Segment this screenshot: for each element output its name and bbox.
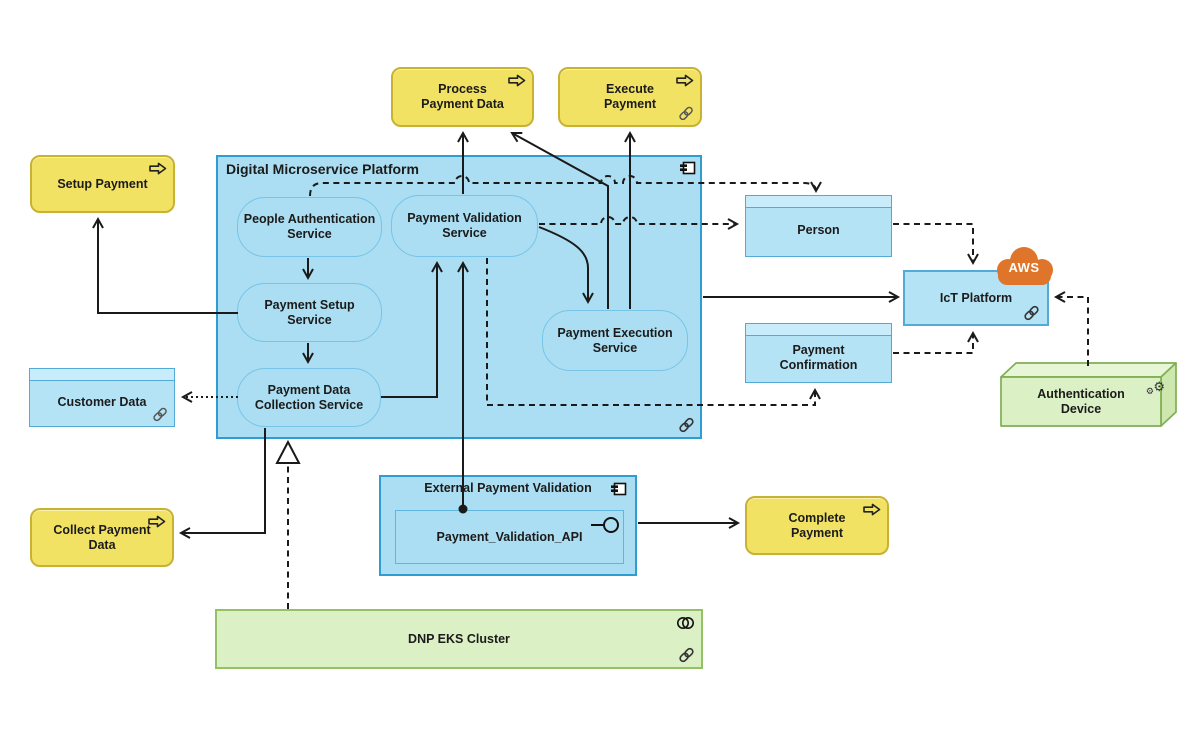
link-icon bbox=[678, 417, 695, 433]
gears-icon: ⚙ bbox=[1145, 386, 1154, 396]
data-object-person[interactable]: Person bbox=[745, 195, 892, 257]
service-label: People Authentication Service bbox=[243, 212, 376, 241]
dnp-eks-cluster-node[interactable]: DNP EKS Cluster bbox=[215, 609, 703, 669]
aws-cloud-icon: AWS bbox=[991, 245, 1057, 289]
link-icon bbox=[678, 106, 694, 121]
component-icon bbox=[610, 482, 627, 496]
data-object-header-band bbox=[746, 324, 891, 336]
realization-triangle bbox=[275, 439, 301, 464]
process-arrow-icon bbox=[508, 74, 526, 87]
process-label: Execute Payment bbox=[603, 82, 657, 111]
gears-icon: ⚙ bbox=[1153, 379, 1165, 394]
service-payment-execution[interactable]: Payment Execution Service bbox=[542, 310, 688, 371]
link-icon bbox=[678, 647, 695, 663]
ict-platform-label: IcT Platform bbox=[939, 290, 1013, 305]
service-label: Payment Data Collection Service bbox=[254, 382, 364, 412]
data-object-label: Payment Confirmation bbox=[779, 342, 858, 372]
data-object-header-band bbox=[30, 369, 174, 381]
service-payment-validation[interactable]: Payment Validation Service bbox=[391, 195, 538, 257]
data-object-label: Person bbox=[797, 223, 840, 238]
process-collect-payment-data[interactable]: Collect Payment Data bbox=[30, 508, 174, 567]
service-payment-data-collection[interactable]: Payment Data Collection Service bbox=[237, 368, 381, 427]
service-people-authentication[interactable]: People Authentication Service bbox=[237, 197, 382, 257]
data-object-payment-confirmation[interactable]: Payment Confirmation bbox=[745, 323, 892, 383]
service-payment-setup[interactable]: Payment Setup Service bbox=[237, 283, 382, 342]
component-icon bbox=[679, 161, 696, 175]
interface-lollipop-icon bbox=[589, 516, 621, 534]
process-arrow-icon bbox=[148, 515, 166, 528]
service-label: Payment Execution Service bbox=[557, 325, 673, 355]
flow-auth-device-to-ict bbox=[1053, 291, 1089, 366]
auth-device-label: Authentication Device bbox=[1037, 386, 1125, 416]
authentication-device-node[interactable]: Authentication Device ⚙ ⚙ bbox=[999, 361, 1178, 428]
process-complete-payment[interactable]: Complete Payment bbox=[745, 496, 889, 555]
eks-cluster-label: DNP EKS Cluster bbox=[408, 631, 510, 646]
data-object-header-band bbox=[746, 196, 891, 208]
process-label: Collect Payment Data bbox=[53, 522, 151, 552]
process-arrow-icon bbox=[863, 503, 881, 516]
data-object-label: Customer Data bbox=[57, 394, 147, 409]
flow-person-to-ict bbox=[893, 223, 979, 266]
data-object-customer-data[interactable]: Customer Data bbox=[29, 368, 175, 427]
process-label: Process Payment Data bbox=[421, 82, 504, 111]
process-execute-payment[interactable]: Execute Payment bbox=[558, 67, 702, 127]
process-arrow-icon bbox=[676, 74, 694, 87]
process-label: Setup Payment bbox=[57, 176, 148, 191]
process-setup-payment[interactable]: Setup Payment bbox=[30, 155, 175, 213]
service-label: Payment Validation Service bbox=[407, 211, 522, 240]
process-label: Complete Payment bbox=[788, 510, 846, 540]
service-label: Payment Setup Service bbox=[264, 297, 355, 327]
line-data-collection-to-collect-payment bbox=[178, 428, 266, 539]
api-label: Payment_Validation_API bbox=[436, 529, 583, 544]
flow-payment-confirmation-to-ict bbox=[893, 330, 979, 354]
link-icon bbox=[1023, 305, 1040, 321]
platform-title: Digital Microservice Platform bbox=[226, 161, 419, 177]
process-process-payment-data[interactable]: Process Payment Data bbox=[391, 67, 534, 127]
payment-validation-api[interactable]: Payment_Validation_API bbox=[395, 510, 624, 564]
process-arrow-icon bbox=[149, 162, 167, 175]
aws-label: AWS bbox=[1008, 260, 1040, 275]
overlapping-circles-icon bbox=[676, 616, 695, 630]
link-icon bbox=[152, 407, 168, 422]
external-validation-title: External Payment Validation bbox=[424, 481, 592, 495]
